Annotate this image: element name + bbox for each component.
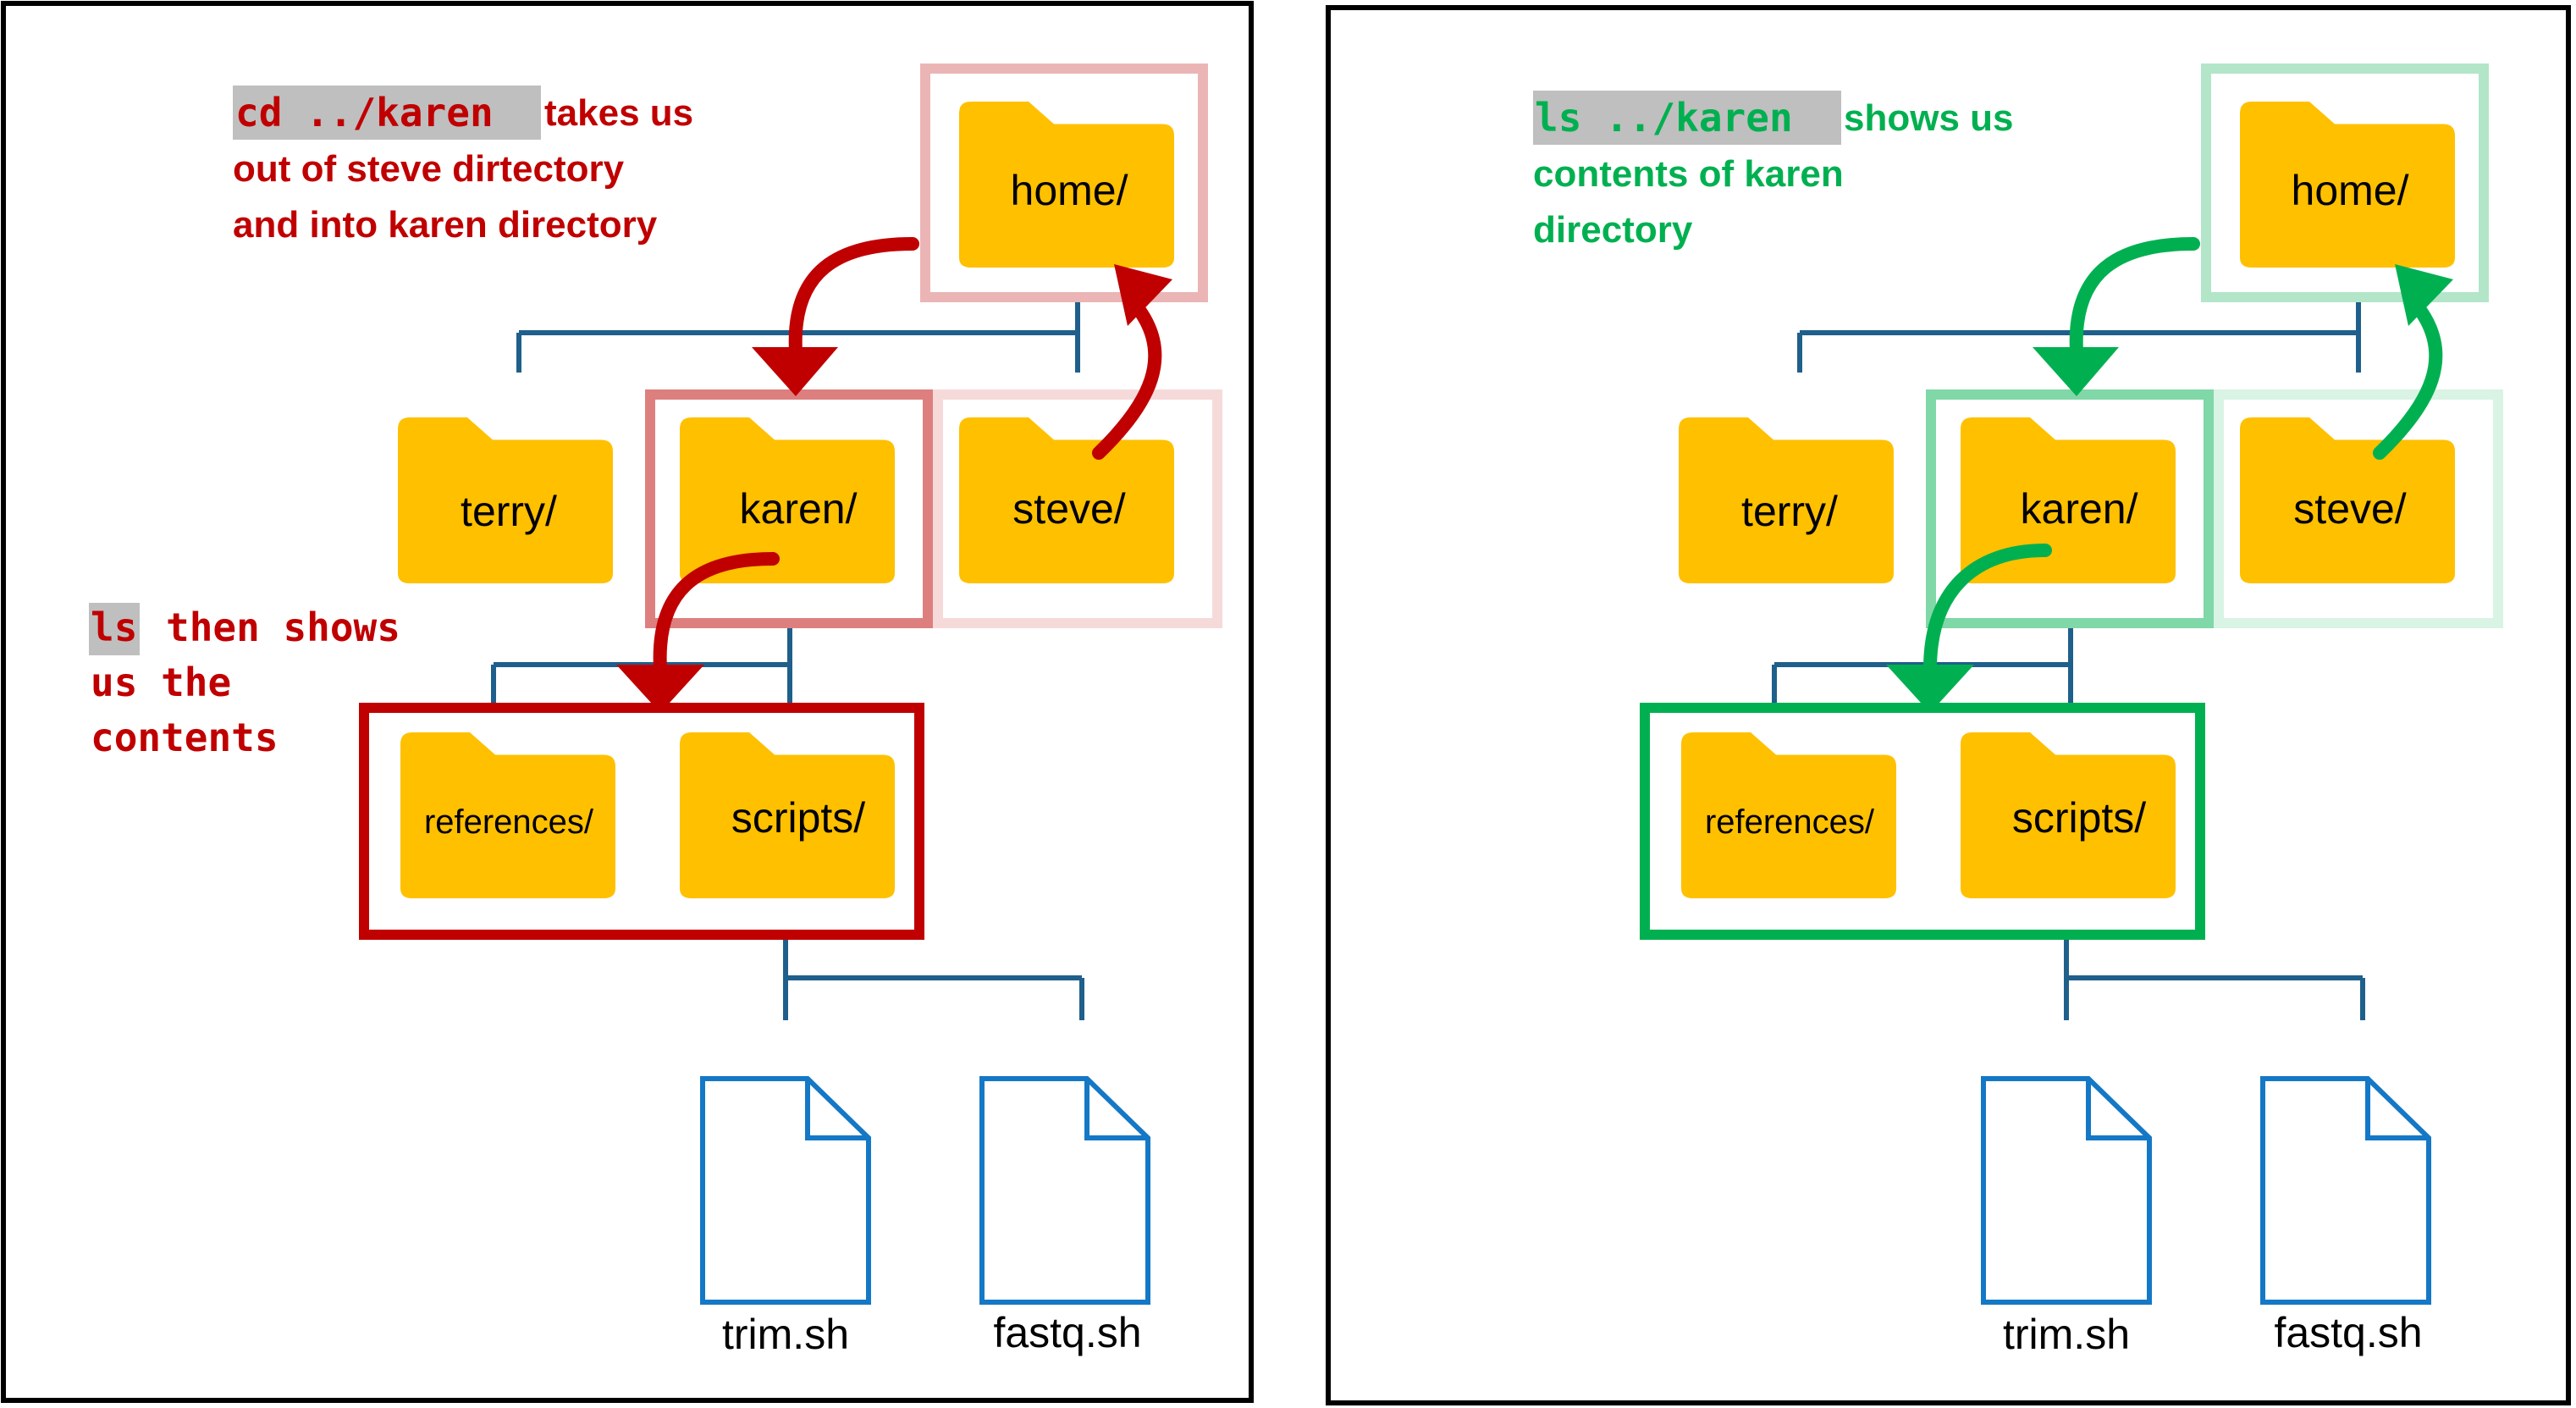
caption-text: contents (91, 715, 279, 760)
folder-scripts[interactable]: scripts/ (680, 732, 895, 898)
file-icon (2263, 1079, 2429, 1302)
arrow-icon (1092, 264, 1172, 460)
caption-text: us the (91, 660, 231, 705)
folder-home[interactable]: home/ (959, 102, 1174, 268)
folder-label: terry/ (1741, 488, 1838, 535)
caption-text: out of steve dirtectory (233, 148, 625, 190)
home-highlight-box (2201, 63, 2489, 302)
folder-references[interactable]: references/ (400, 732, 615, 898)
right-panel-border (1326, 5, 2571, 1405)
contents-highlight-box (359, 703, 924, 940)
caption-text: shows us (1844, 97, 2014, 139)
caption-text: contents of karen (1533, 153, 1844, 195)
folder-scripts[interactable]: scripts/ (1961, 732, 2176, 898)
folder-karen[interactable]: karen/ (1961, 417, 2176, 583)
code-text: cd ../karen (235, 90, 494, 135)
folder-terry[interactable]: terry/ (1679, 417, 1894, 583)
steve-highlight-box (933, 389, 1222, 628)
file-icon (703, 1079, 869, 1302)
arrow-icon (1886, 544, 2052, 713)
code-text: ls ../karen (1535, 95, 1793, 141)
caption-text: directory (1533, 209, 1693, 251)
folder-home[interactable]: home/ (2240, 102, 2455, 268)
steve-highlight-box (2214, 389, 2503, 628)
caption-ls: ls then shows us the contents (89, 603, 400, 760)
arrow-icon (752, 237, 919, 396)
folder-terry[interactable]: terry/ (398, 417, 613, 583)
file-label: fastq.sh (993, 1309, 1141, 1356)
folder-label: steve/ (1012, 485, 1126, 533)
file-trim[interactable]: trim.sh (703, 1079, 869, 1358)
file-label: trim.sh (722, 1311, 849, 1358)
folder-label: home/ (1011, 167, 1128, 214)
folder-label: terry/ (461, 488, 557, 535)
karen-highlight-box (1926, 389, 2214, 628)
right-panel: home/ terry/ karen/ steve/ references/ s… (1326, 5, 2571, 1405)
folder-label: scripts/ (2012, 794, 2146, 842)
folder-references[interactable]: references/ (1681, 732, 1896, 898)
file-fastq[interactable]: fastq.sh (2263, 1079, 2429, 1356)
folder-label: scripts/ (731, 794, 865, 842)
folder-steve[interactable]: steve/ (2240, 417, 2455, 583)
left-panel: home/ terry/ karen/ steve/ references/ s… (1, 1, 1254, 1403)
file-label: trim.sh (2003, 1311, 2130, 1358)
caption-text: then shows (166, 605, 400, 650)
karen-highlight-box (645, 389, 933, 628)
left-panel-border (1, 1, 1254, 1403)
file-icon (1983, 1079, 2149, 1302)
code-text: ls (91, 605, 137, 650)
file-icon (982, 1079, 1148, 1302)
folder-steve[interactable]: steve/ (959, 417, 1174, 583)
file-trim[interactable]: trim.sh (1983, 1079, 2149, 1358)
code-highlight (89, 603, 140, 655)
tree-lines (491, 292, 1084, 1020)
folder-label: references/ (424, 803, 594, 841)
caption-ls-karen: ls ../karen shows us contents of karen d… (1533, 91, 2014, 251)
file-fastq[interactable]: fastq.sh (982, 1079, 1148, 1356)
folder-label: references/ (1705, 803, 1875, 841)
file-label: fastq.sh (2274, 1309, 2422, 1356)
arrow-icon (2033, 237, 2200, 396)
folder-label: karen/ (2021, 485, 2138, 533)
tree-lines (1772, 292, 2365, 1020)
home-highlight-box (920, 63, 1208, 302)
folder-label: home/ (2292, 167, 2409, 214)
caption-text: takes us (544, 92, 693, 134)
arrow-icon (616, 552, 780, 713)
folder-label: karen/ (740, 485, 858, 533)
folder-karen[interactable]: karen/ (680, 417, 895, 583)
arrow-icon (2373, 264, 2453, 460)
contents-highlight-box (1640, 703, 2205, 940)
folder-label: steve/ (2293, 485, 2407, 533)
caption-text: and into karen directory (233, 204, 658, 246)
code-highlight (233, 86, 541, 140)
caption-cd: cd ../karen takes us out of steve dirtec… (233, 86, 693, 246)
code-highlight (1533, 91, 1841, 145)
